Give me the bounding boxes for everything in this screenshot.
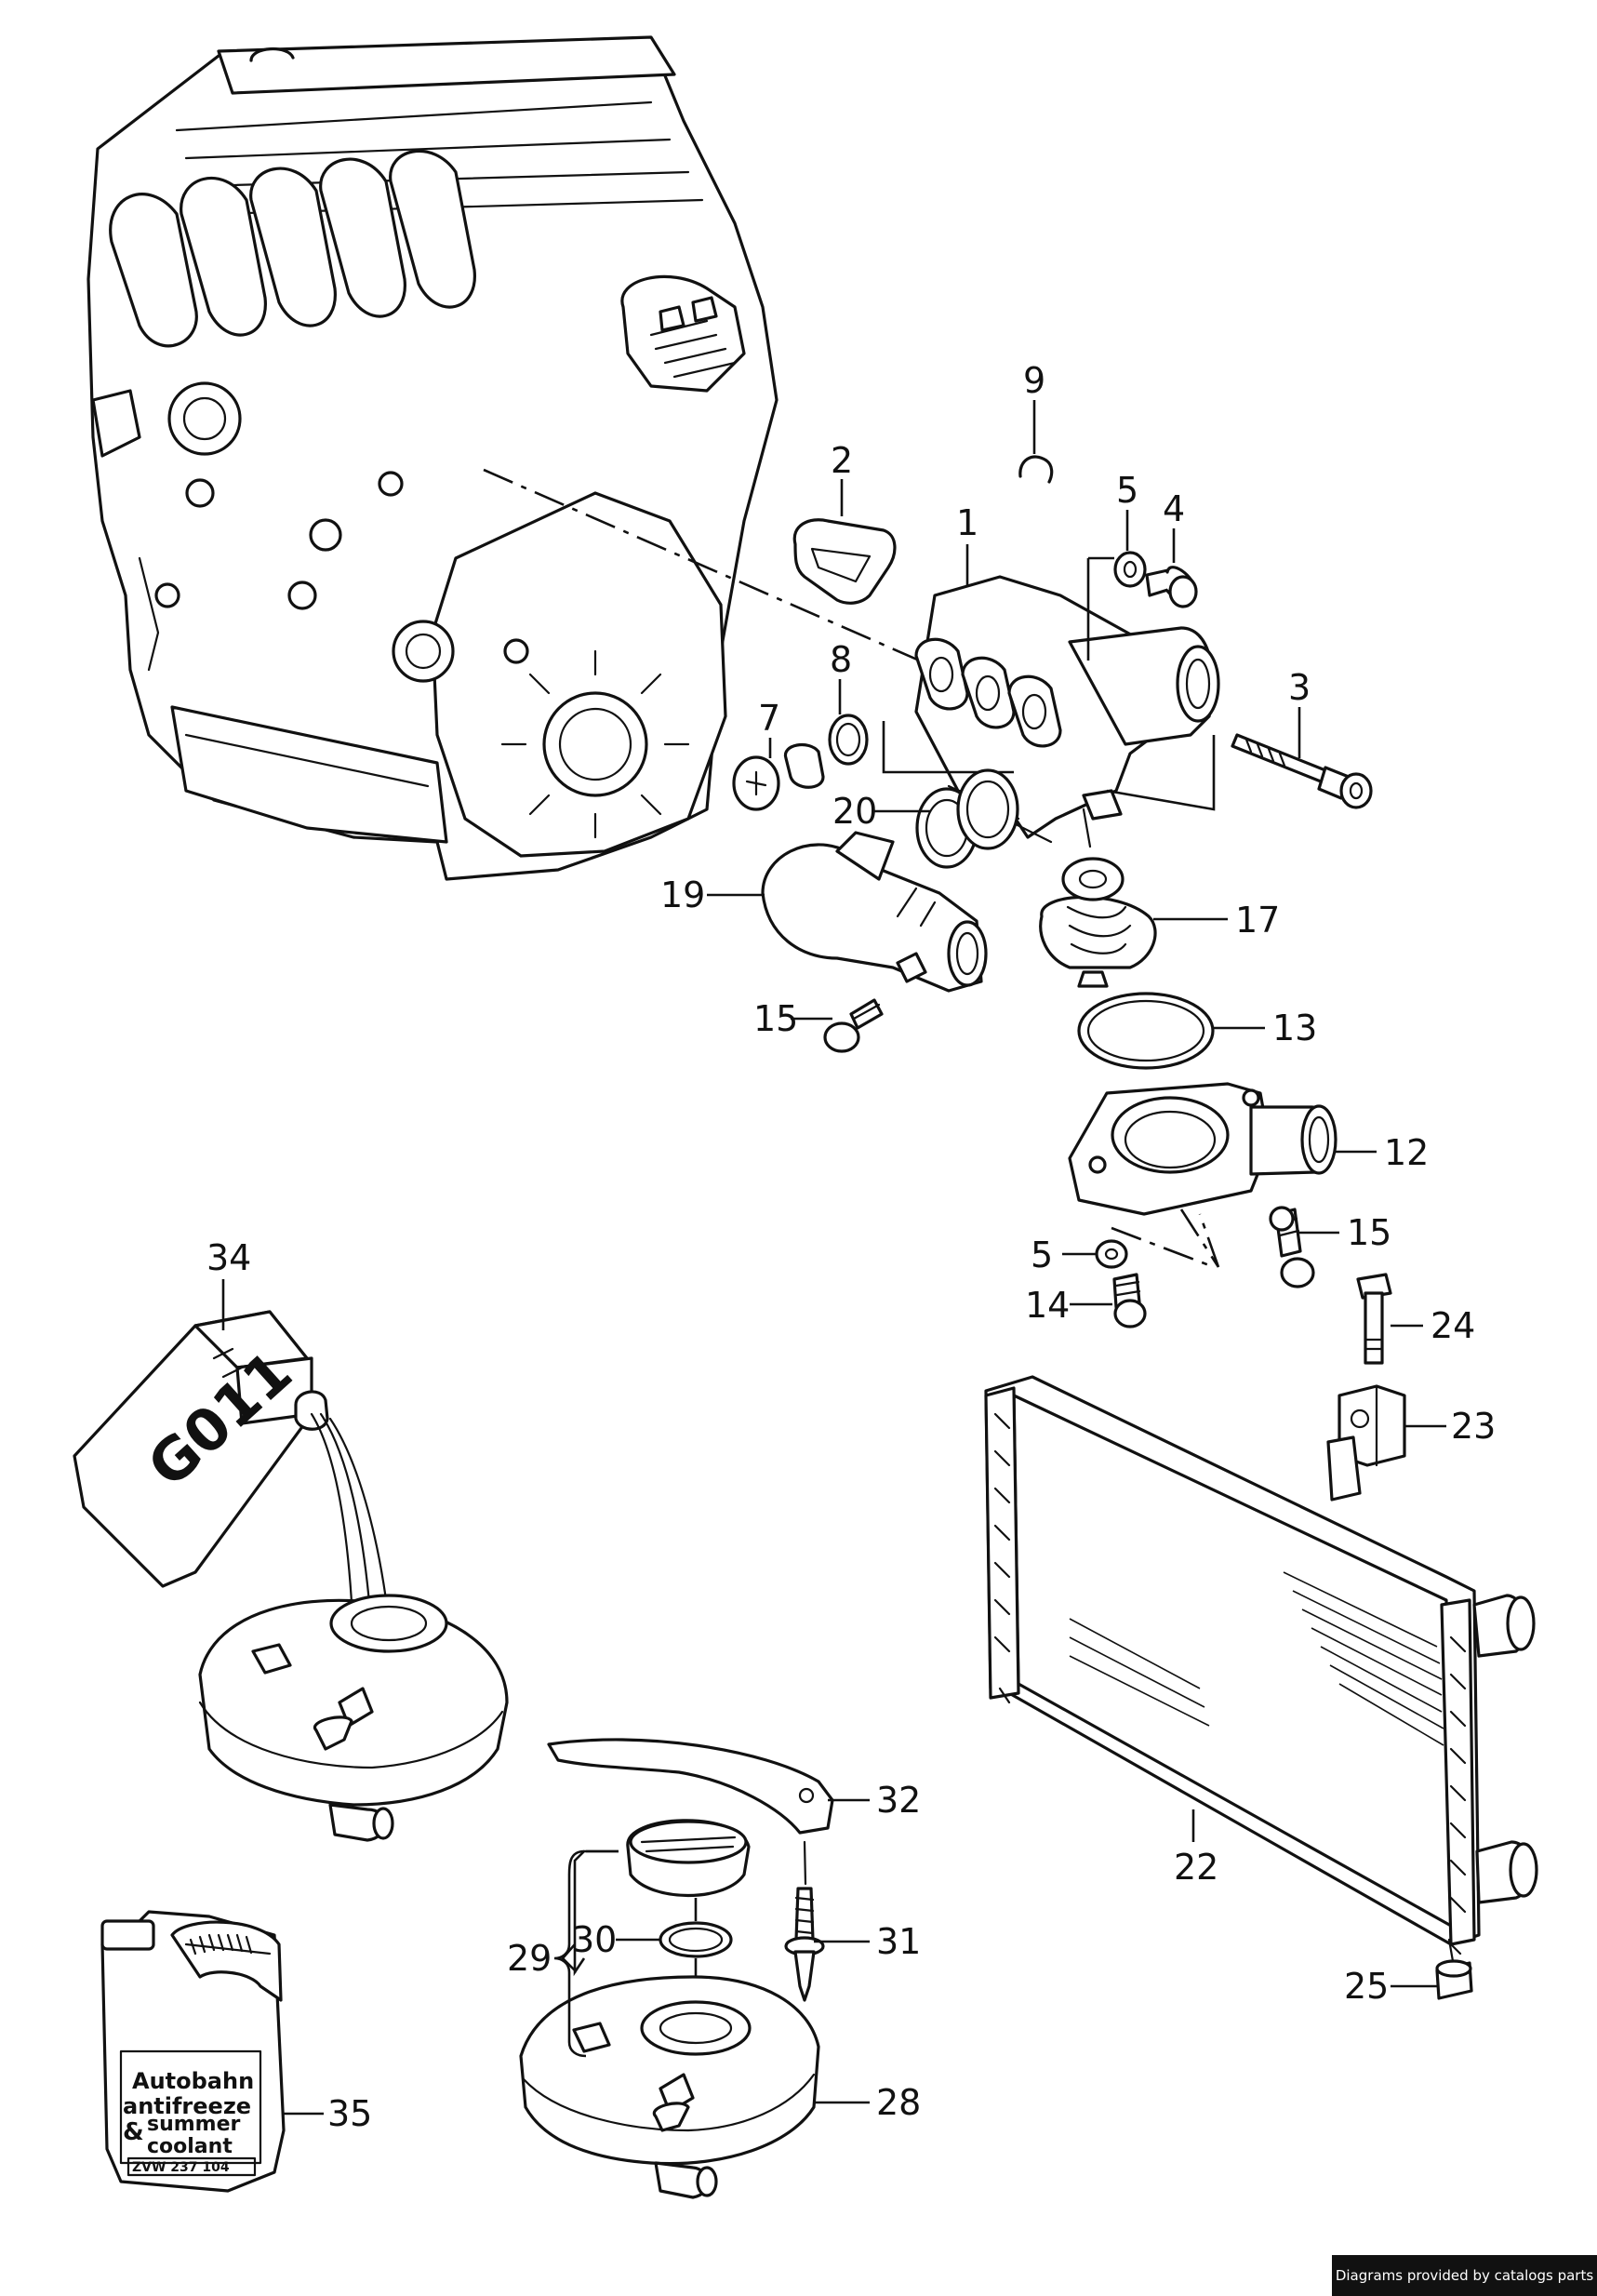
callout-17: 17 bbox=[1235, 900, 1280, 941]
bolt-4 bbox=[1145, 566, 1198, 608]
leader-lines bbox=[221, 400, 1446, 2116]
gasket-2 bbox=[792, 518, 897, 605]
bolt-15-right bbox=[1269, 1206, 1315, 1288]
callout-35: 35 bbox=[327, 2093, 372, 2134]
bolt-24 bbox=[1356, 1273, 1392, 1365]
callout-20: 20 bbox=[832, 791, 877, 832]
callout-31: 31 bbox=[876, 1921, 921, 1962]
callout-22: 22 bbox=[1174, 1847, 1218, 1888]
callout-29: 29 bbox=[507, 1938, 552, 1979]
mount-25 bbox=[1435, 1938, 1473, 2000]
callout-28: 28 bbox=[876, 2082, 921, 2123]
callout-34: 34 bbox=[206, 1237, 251, 1278]
washer-5-bottom bbox=[1095, 1239, 1128, 1269]
callout-5-top: 5 bbox=[1116, 470, 1138, 511]
expansion-tank-28 bbox=[519, 1975, 820, 2199]
callout-15-right: 15 bbox=[1347, 1212, 1391, 1253]
callout-1: 1 bbox=[956, 502, 978, 543]
plug-7 bbox=[732, 742, 825, 811]
coolant-can-34: G011 bbox=[73, 1310, 329, 1588]
bottle-part-number: ZVW 237 104 bbox=[132, 2160, 230, 2175]
o-ring-13 bbox=[1077, 992, 1215, 1070]
seal-8 bbox=[828, 714, 869, 766]
callout-32: 32 bbox=[876, 1780, 921, 1821]
callout-15-left: 15 bbox=[753, 998, 798, 1039]
bottle-label-line4: coolant bbox=[147, 2135, 233, 2158]
bottle-label-ampersand: & bbox=[123, 2118, 144, 2146]
thermostat-housing-12 bbox=[1068, 1082, 1337, 1216]
bolt-3 bbox=[1231, 733, 1373, 809]
o-ring-20 bbox=[915, 768, 1019, 869]
bottle-label-line2: antifreeze bbox=[123, 2093, 251, 2119]
thermostat-17 bbox=[1039, 808, 1157, 988]
strap-32 bbox=[547, 1738, 834, 1835]
callout-13: 13 bbox=[1272, 1008, 1317, 1048]
expansion-tank-upper bbox=[198, 1594, 509, 1842]
callout-3: 3 bbox=[1288, 667, 1311, 708]
callout-30: 30 bbox=[572, 1919, 617, 1960]
callout-25: 25 bbox=[1344, 1966, 1389, 2007]
engine-block bbox=[87, 35, 779, 881]
callout-19: 19 bbox=[660, 874, 705, 915]
bolt-14 bbox=[1112, 1273, 1147, 1328]
credit-badge: Diagrams provided by catalogs parts bbox=[1332, 2255, 1597, 2296]
callout-5-bottom: 5 bbox=[1031, 1235, 1053, 1275]
connector-19 bbox=[761, 831, 988, 993]
washer-5-top bbox=[1113, 551, 1147, 588]
alignment-line bbox=[483, 468, 931, 667]
filler-cap-29 bbox=[626, 1819, 751, 1897]
bolt-31 bbox=[784, 1840, 825, 2002]
callout-8: 8 bbox=[830, 639, 852, 680]
clip-9 bbox=[1018, 455, 1054, 484]
callout-12: 12 bbox=[1384, 1132, 1429, 1173]
callout-7: 7 bbox=[758, 698, 780, 739]
callout-23: 23 bbox=[1451, 1406, 1496, 1447]
callout-14: 14 bbox=[1025, 1285, 1070, 1326]
bracket-23 bbox=[1326, 1384, 1406, 1502]
callout-numbers: 1 2 3 4 5 5 7 8 9 12 13 14 15 15 17 19 2… bbox=[206, 360, 1496, 2134]
callout-24: 24 bbox=[1431, 1305, 1475, 1346]
callout-4: 4 bbox=[1163, 488, 1185, 529]
antifreeze-bottle-35: Autobahn antifreeze & summer coolant ZVW… bbox=[100, 1910, 286, 2193]
radiator-22 bbox=[984, 1375, 1538, 1956]
seal-30 bbox=[659, 1921, 733, 1958]
callout-2: 2 bbox=[831, 440, 853, 481]
bottle-label-line3: summer bbox=[147, 2113, 241, 2136]
bottle-label-line1: Autobahn bbox=[132, 2068, 254, 2094]
callout-9: 9 bbox=[1023, 360, 1045, 401]
bolt-15-left bbox=[823, 998, 884, 1053]
